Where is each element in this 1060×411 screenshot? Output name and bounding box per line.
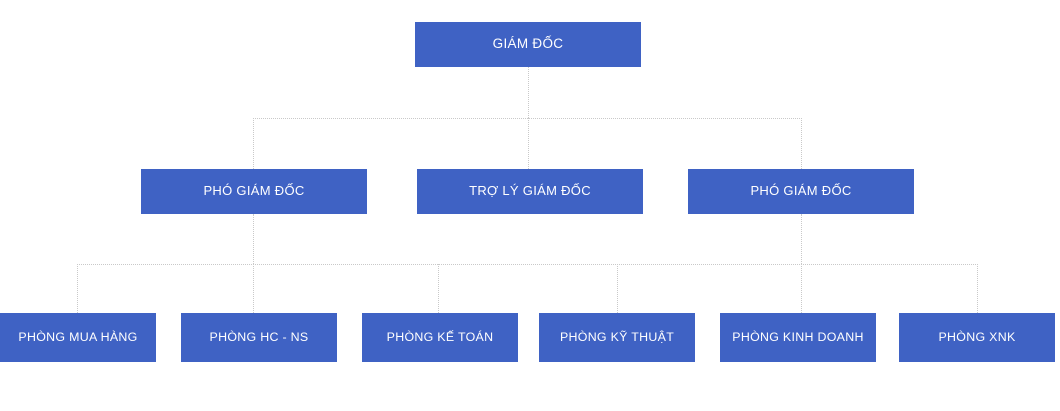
connector-level2-bus: [253, 118, 802, 119]
org-node-pho-giam-doc-1[interactable]: PHÓ GIÁM ĐỐC: [141, 169, 367, 214]
connector-to-phong-kinh-doanh: [801, 264, 802, 313]
org-node-label: PHÓ GIÁM ĐỐC: [203, 183, 305, 199]
connector-pho-giam-doc-2-stem: [801, 214, 802, 264]
org-node-phong-kinh-doanh[interactable]: PHÒNG KINH DOANH: [720, 313, 876, 362]
connector-to-pho-giam-doc-1: [253, 118, 254, 169]
org-node-phong-ky-thuat[interactable]: PHÒNG KỸ THUẬT: [539, 313, 695, 362]
connector-director-stem: [528, 67, 529, 118]
connector-to-phong-ky-thuat: [617, 264, 618, 313]
org-node-label: PHÓ GIÁM ĐỐC: [750, 183, 852, 199]
org-node-phong-hc-ns[interactable]: PHÒNG HC - NS: [181, 313, 337, 362]
org-node-phong-mua-hang[interactable]: PHÒNG MUA HÀNG: [0, 313, 156, 362]
org-node-phong-xnk[interactable]: PHÒNG XNK: [899, 313, 1055, 362]
org-node-pho-giam-doc-2[interactable]: PHÓ GIÁM ĐỐC: [688, 169, 914, 214]
org-node-label: TRỢ LÝ GIÁM ĐỐC: [469, 183, 591, 199]
connector-to-phong-xnk: [977, 264, 978, 313]
org-node-giam-doc[interactable]: GIÁM ĐỐC: [415, 22, 641, 67]
org-node-label: PHÒNG MUA HÀNG: [18, 329, 138, 344]
connector-pho-giam-doc-1-stem: [253, 214, 254, 264]
org-node-label: PHÒNG KỸ THUẬT: [559, 329, 675, 344]
org-node-label: PHÒNG KINH DOANH: [732, 329, 864, 344]
connector-to-phong-mua-hang: [77, 264, 78, 313]
org-node-phong-ke-toan[interactable]: PHÒNG KẾ TOÁN: [362, 313, 518, 362]
connector-to-tro-ly-giam-doc: [528, 118, 529, 169]
connector-to-phong-ke-toan: [438, 264, 439, 313]
connector-to-phong-hc-ns: [253, 264, 254, 313]
org-node-label: PHÒNG XNK: [938, 329, 1016, 344]
connector-level3-bus: [77, 264, 978, 265]
org-node-label: GIÁM ĐỐC: [492, 36, 564, 52]
org-node-label: PHÒNG HC - NS: [209, 329, 309, 344]
connector-to-pho-giam-doc-2: [801, 118, 802, 169]
org-node-label: PHÒNG KẾ TOÁN: [386, 329, 494, 344]
org-node-tro-ly-giam-doc[interactable]: TRỢ LÝ GIÁM ĐỐC: [417, 169, 643, 214]
